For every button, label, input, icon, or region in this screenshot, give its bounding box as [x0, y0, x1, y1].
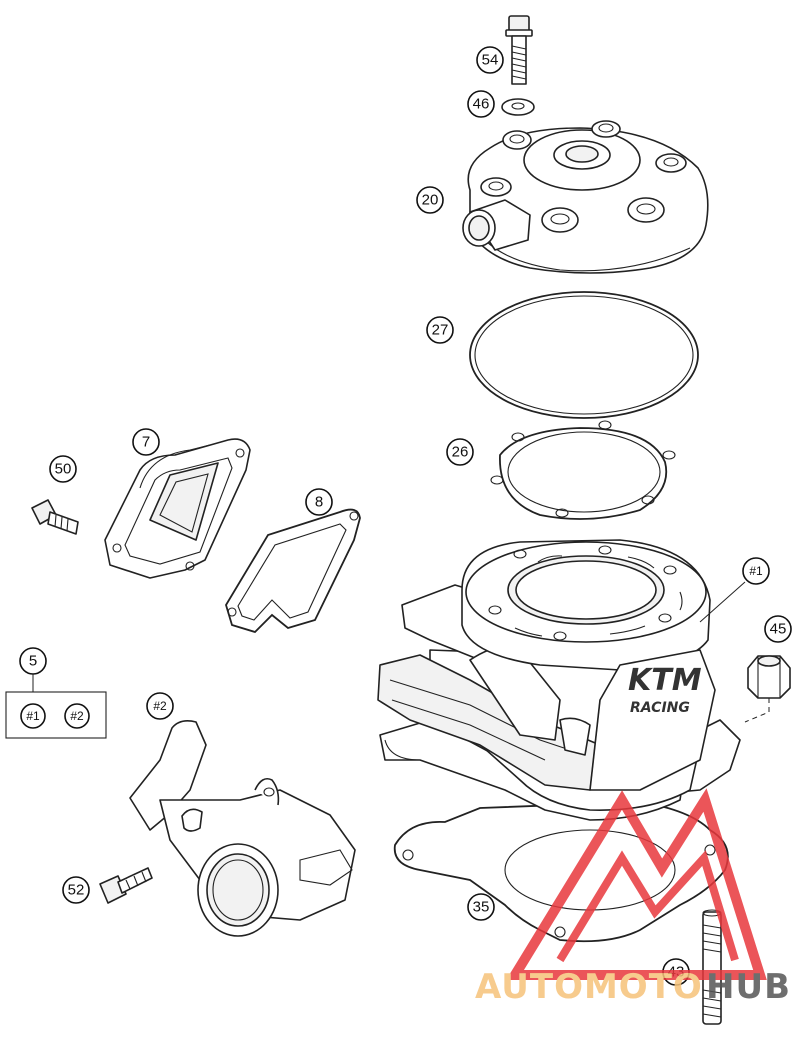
callout-5: 5	[19, 647, 47, 692]
cylinder-logo-brand: KTM	[628, 663, 702, 698]
cylinder-logo-sub: RACING	[630, 700, 690, 716]
svg-text:#2: #2	[153, 699, 167, 713]
bolt-50	[31, 499, 79, 535]
svg-text:52: 52	[68, 882, 85, 899]
callout-7: 7	[132, 428, 160, 456]
svg-text:54: 54	[482, 52, 499, 69]
svg-text:35: 35	[473, 899, 490, 916]
svg-text:26: 26	[452, 444, 469, 461]
svg-text:45: 45	[770, 621, 787, 638]
callout-52: 52	[62, 876, 90, 904]
svg-text:#2: #2	[70, 709, 84, 723]
stud-43	[702, 909, 722, 1025]
callout-35: 35	[467, 893, 495, 921]
exhaust-part-2	[129, 720, 356, 937]
bolt-52	[99, 867, 153, 904]
callout-20: 20	[416, 186, 444, 214]
callout-part-2: #2	[146, 692, 174, 720]
watermark: AUTOMOTO HUB	[475, 788, 791, 1007]
svg-text:50: 50	[55, 461, 72, 478]
o-ring-27	[469, 291, 699, 419]
watermark-text-hub: HUB	[706, 967, 791, 1007]
nut-45	[744, 655, 791, 723]
base-gasket-35	[393, 801, 729, 943]
cylinder-1: KTM RACING	[377, 539, 741, 821]
intake-flange-7	[104, 438, 251, 579]
cylinder-head-20	[462, 120, 709, 274]
callout-50: 50	[49, 455, 77, 483]
callout-27: 27	[426, 316, 454, 344]
svg-text:8: 8	[315, 494, 323, 511]
washer-46	[501, 98, 535, 116]
kit-box-5: #1 #2	[5, 691, 107, 739]
watermark-text-auto: AUTOMOTO	[475, 967, 703, 1007]
svg-text:5: 5	[29, 653, 37, 670]
callout-26: 26	[446, 438, 474, 466]
watermark-logo-icon	[506, 788, 767, 980]
svg-text:#1: #1	[26, 709, 40, 723]
svg-text:7: 7	[142, 434, 150, 451]
head-gasket-26	[490, 420, 676, 520]
svg-text:46: 46	[473, 96, 490, 113]
callout-part-1: #1	[699, 557, 770, 623]
callout-8: 8	[305, 488, 333, 516]
callout-46: 46	[467, 90, 495, 118]
svg-text:20: 20	[422, 192, 439, 209]
callout-54: 54	[476, 46, 504, 74]
svg-text:#1: #1	[749, 564, 763, 578]
bolt-54	[505, 15, 533, 85]
gasket-8	[225, 508, 361, 634]
svg-text:27: 27	[432, 322, 449, 339]
callout-45: 45	[764, 615, 792, 643]
